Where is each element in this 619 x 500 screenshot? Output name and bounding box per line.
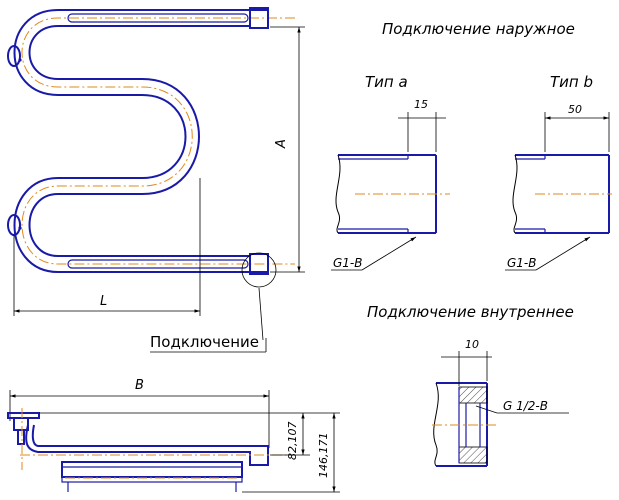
thread-b-label: G1-B — [507, 256, 537, 270]
internal-connection-title: Подключение внутреннее — [367, 303, 574, 321]
type-a-label: Тип а — [365, 73, 408, 91]
dim-b-label: B — [135, 378, 144, 393]
dim-82-label: 82,107 — [286, 422, 299, 461]
type-b-label: Тип b — [550, 73, 593, 91]
dim-l-label: L — [100, 294, 107, 309]
connection-label: Подключение — [150, 333, 259, 351]
type-b-pipe: 50 G1-B — [505, 103, 612, 271]
type-a-pipe: 15 G1-B — [331, 98, 450, 271]
external-connection-title: Подключение наружное — [382, 20, 575, 38]
front-view-rail — [7, 7, 295, 341]
dim-15-label: 15 — [414, 98, 428, 111]
dim-10-label: 10 — [465, 338, 479, 351]
dim-50-label: 50 — [568, 103, 582, 116]
dim-a-label: A — [274, 139, 289, 149]
internal-connection-pipe: 10 G 1/2-B — [432, 338, 569, 467]
dimension-l: L — [13, 178, 201, 316]
thread-a-label: G1-B — [333, 256, 363, 270]
dim-146-label: 146,171 — [317, 433, 330, 479]
top-view-rail: B 82,107 146,171 — [7, 378, 340, 493]
thread-internal-label: G 1/2-B — [503, 399, 548, 413]
dimension-a: A — [270, 26, 305, 273]
